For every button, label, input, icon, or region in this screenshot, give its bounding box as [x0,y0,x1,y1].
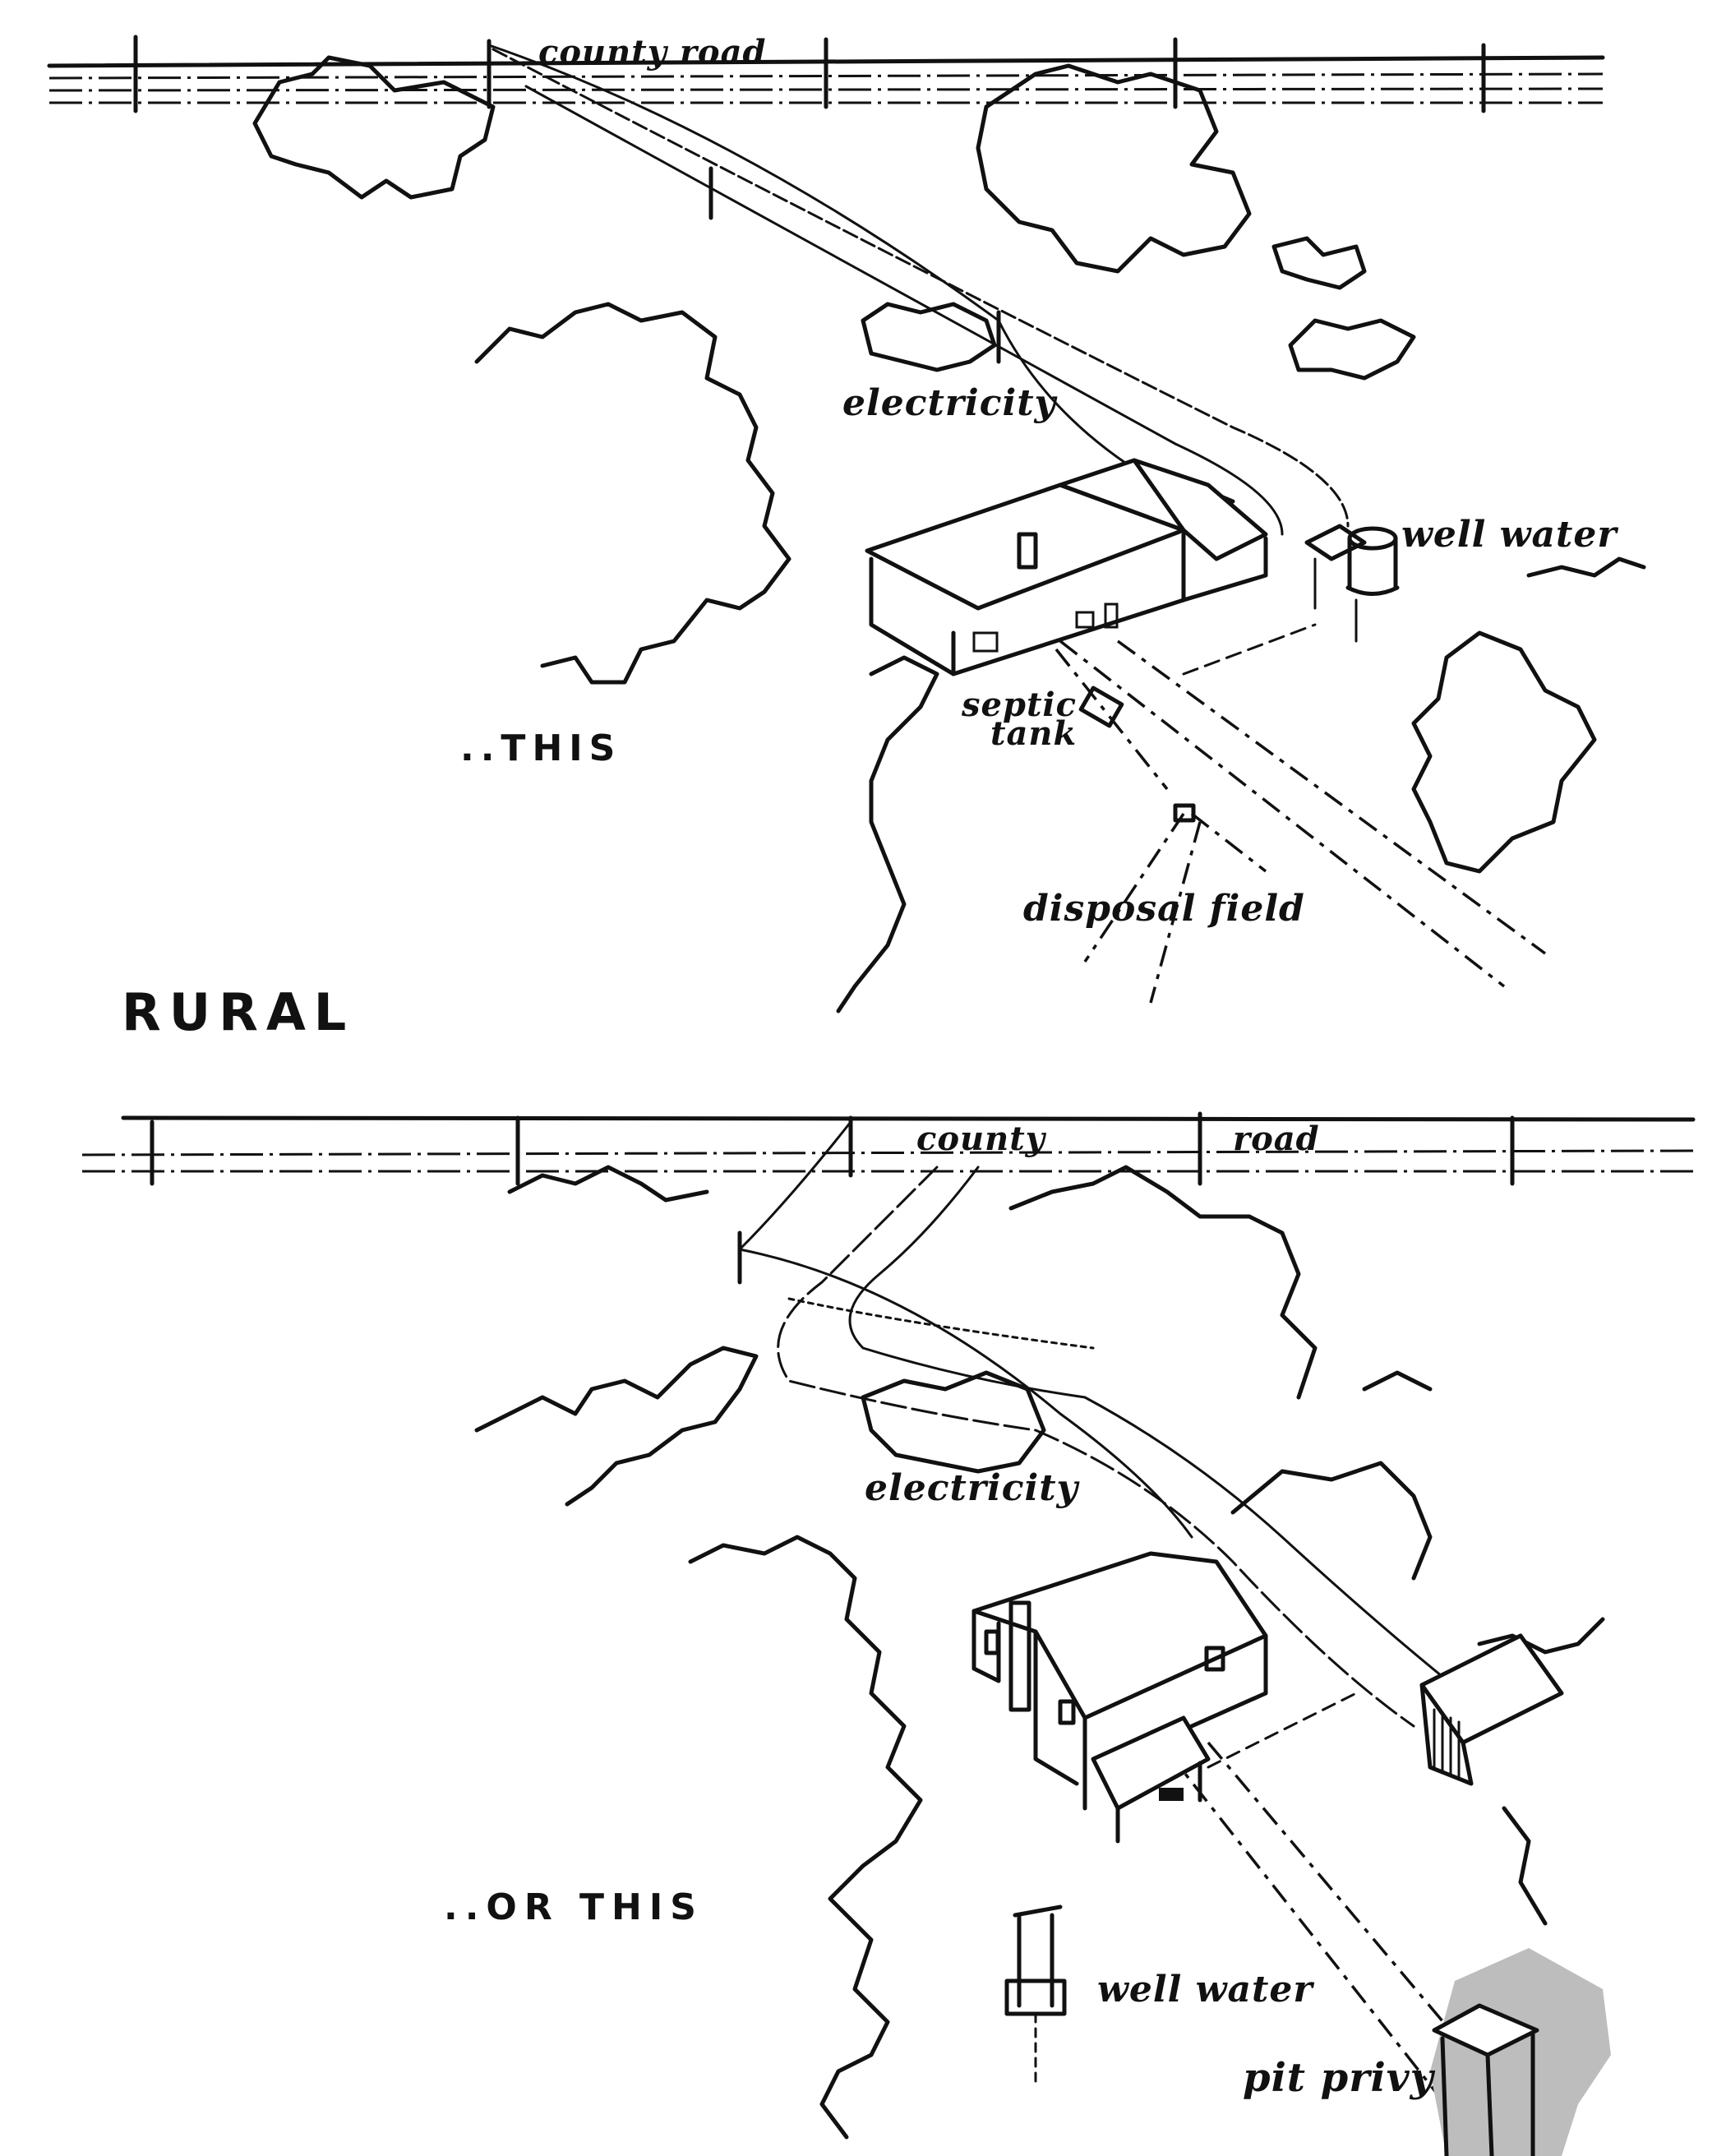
septic-system [1055,648,1267,1004]
water-tower [1304,524,1400,643]
label-county-road-top: county road [538,33,767,72]
label-well-water-bottom: well water [1097,1969,1313,2011]
label-road-bottom: road [1233,1120,1320,1158]
caption-this: ..THIS [460,727,622,769]
label-electricity-bottom: electricity [865,1467,1079,1509]
caption-or-this: ..OR THIS [444,1886,704,1928]
label-pit-privy: pit privy [1243,2055,1434,2101]
pit-privy [1430,1948,1611,2156]
farmhouse [971,1551,1268,1844]
label-septic: septic [962,686,1077,724]
tree-outlines-bottom [474,1165,1605,2140]
top-scene-drawing [47,35,1646,1013]
driveway [491,48,1547,988]
county-road-bottom [81,1111,1696,1186]
shed [1419,1633,1564,1786]
hand-pump-well [1004,1904,1067,2089]
power-line-bottom [737,1120,1193,1539]
stepping-stones-bottom [1207,1692,1358,1769]
label-electricity-top: electricity [842,382,1057,424]
tree-outlines [252,55,1646,1013]
county-road [47,35,1605,113]
section-heading-rural: RURAL [122,982,355,1042]
stepping-stones [1182,623,1317,676]
label-well-water-top: well water [1401,514,1618,556]
ranch-house [865,458,1268,676]
label-county-bottom: county [916,1120,1045,1158]
label-tank: tank [990,714,1078,753]
label-disposal-field: disposal field [1023,888,1305,930]
